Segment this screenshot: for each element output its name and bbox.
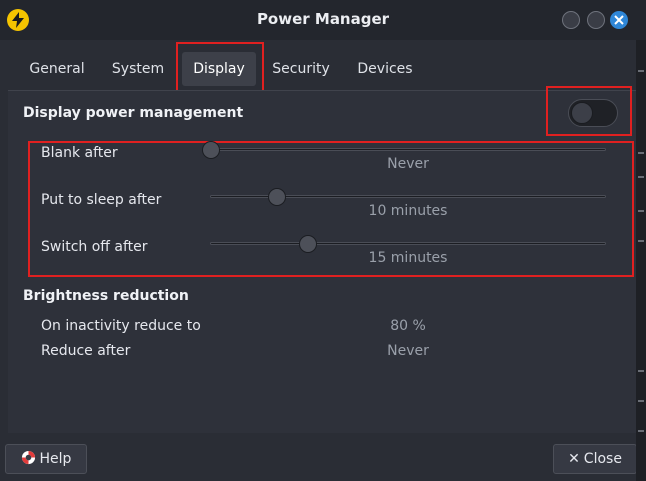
switch-off-after-slider-handle[interactable]: [298, 235, 317, 253]
tab-general[interactable]: General: [29, 61, 85, 77]
help-button[interactable]: Help: [5, 444, 87, 474]
sleep-after-value: 10 minutes: [368, 203, 448, 219]
sleep-after-label: Put to sleep after: [41, 192, 162, 208]
tab-display[interactable]: Display: [182, 52, 256, 86]
blank-after-slider[interactable]: [210, 148, 606, 151]
toggle-knob: [571, 102, 593, 124]
close-button-label: Close: [583, 451, 622, 467]
lightning-bolt-icon: [7, 9, 29, 31]
toggle-highlight: [546, 86, 632, 136]
blank-after-slider-handle[interactable]: [202, 141, 220, 159]
reduce-after-label: Reduce after: [41, 343, 131, 359]
close-window-button[interactable]: [610, 11, 628, 29]
blank-after-label: Blank after: [41, 145, 118, 161]
title-bar: Power Manager: [0, 0, 646, 40]
sliders-highlight: [28, 141, 634, 277]
display-power-toggle[interactable]: [568, 99, 618, 127]
switch-off-after-value: 15 minutes: [368, 250, 448, 266]
close-button[interactable]: ✕ Close: [553, 444, 637, 474]
sleep-after-slider-handle[interactable]: [267, 188, 286, 206]
reduce-to-value[interactable]: 80 %: [390, 318, 426, 334]
background-window-edge: [636, 40, 646, 481]
switch-off-after-label: Switch off after: [41, 239, 148, 255]
help-button-label: Help: [39, 451, 72, 467]
reduce-after-value[interactable]: Never: [387, 343, 429, 359]
maximize-button[interactable]: [587, 11, 605, 29]
display-power-section-title: Display power management: [23, 105, 244, 121]
brightness-section-title: Brightness reduction: [23, 288, 189, 304]
lifebuoy-icon: [21, 450, 36, 469]
switch-off-after-slider[interactable]: [210, 242, 606, 245]
tab-system[interactable]: System: [111, 61, 165, 77]
sleep-after-slider[interactable]: [210, 195, 606, 198]
close-x-icon: ✕: [568, 451, 580, 467]
display-settings-panel: [8, 90, 636, 433]
reduce-to-label: On inactivity reduce to: [41, 318, 201, 334]
blank-after-value: Never: [387, 156, 429, 172]
close-icon: [614, 15, 624, 25]
minimize-button[interactable]: [562, 11, 580, 29]
tab-security[interactable]: Security: [272, 61, 330, 77]
window-title: Power Manager: [256, 10, 390, 28]
tab-devices[interactable]: Devices: [357, 61, 413, 77]
